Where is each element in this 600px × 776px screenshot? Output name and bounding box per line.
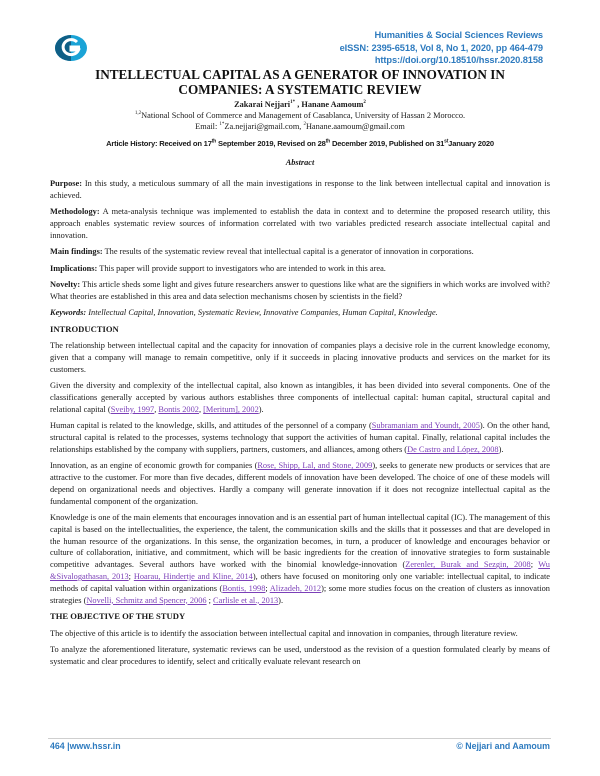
citation-link[interactable]: Bontis 2002 <box>158 404 199 414</box>
citation-link[interactable]: Sveiby, 1997 <box>110 404 155 414</box>
text: ). On the other hand, structural capital… <box>50 421 550 454</box>
journal-header: Humanities & Social Sciences Reviews eIS… <box>340 29 543 67</box>
history-revised: September 2019, Revised on 28 <box>216 139 326 148</box>
paper-body: Purpose: In this study, a meticulous sum… <box>50 178 550 672</box>
purpose-label: Purpose: <box>50 179 82 188</box>
citation-link[interactable]: Carlisle et al., 2013 <box>213 595 279 605</box>
citation-link[interactable]: Bontis, 1998 <box>222 583 266 593</box>
affiliation-block: 1,2National School of Commerce and Manag… <box>0 110 600 132</box>
footer-copyright: © Nejjari and Aamoum <box>456 741 550 751</box>
intro-paragraph-1: The relationship between intellectual ca… <box>50 341 550 374</box>
abstract-methodology: Methodology: A meta-analysis technique w… <box>50 206 550 241</box>
abstract-novelty: Novelty: This article sheds some light a… <box>50 279 550 303</box>
history-published-date: January 2020 <box>448 139 494 148</box>
objective-paragraph-2: To analyze the aforementioned literature… <box>50 645 550 667</box>
email-1-marker: 1* <box>219 122 225 128</box>
text: ; <box>265 583 270 593</box>
title-line-1: INTELLECTUAL CAPITAL AS A GENERATOR OF I… <box>95 67 505 82</box>
text: ; <box>530 560 539 570</box>
intro-paragraph-2: Given the diversity and complexity of th… <box>50 380 550 415</box>
text: Given the diversity and complexity of th… <box>50 381 550 414</box>
implications-text: This paper will provide support to inves… <box>97 263 386 273</box>
ordinal-suffix: th <box>325 138 331 145</box>
abstract-purpose: Purpose: In this study, a meticulous sum… <box>50 178 550 202</box>
objective-paragraph-1: The objective of this article is to iden… <box>50 628 518 638</box>
keywords-text: Intellectual Capital, Innovation, System… <box>86 308 438 318</box>
author-1-marker: 1* <box>290 100 296 106</box>
email-1-link[interactable]: Za.nejjari@gmail.com, <box>224 122 304 131</box>
history-published: December 2019, Published on 31 <box>330 139 445 148</box>
text: Knowledge is one of the main elements th… <box>50 513 550 570</box>
email-2-link[interactable]: Hanane.aamoum@gmail.com <box>305 122 405 131</box>
abstract-heading: Abstract <box>285 158 315 167</box>
journal-logo-icon <box>55 35 87 61</box>
journal-name: Humanities & Social Sciences Reviews <box>374 30 544 40</box>
footer-divider <box>48 738 551 739</box>
abstract-keywords: Keywords: Intellectual Capital, Innovati… <box>50 307 550 319</box>
paper-title: INTELLECTUAL CAPITAL AS A GENERATOR OF I… <box>0 67 600 97</box>
text: Innovation, as an engine of economic gro… <box>50 461 258 471</box>
author-2: Hanane Aamoum <box>301 100 364 109</box>
novelty-text: This article sheds some light and gives … <box>50 279 550 301</box>
intro-paragraph-3: Human capital is related to the knowledg… <box>50 420 550 455</box>
text: ), seeks to generate new products or ser… <box>50 461 550 506</box>
methodology-text: A meta-analysis technique was implemente… <box>50 207 550 240</box>
abstract-findings: Main findings: The results of the system… <box>50 246 550 258</box>
text: ). <box>498 444 504 454</box>
history-received: Article History: Received on 17 <box>106 139 212 148</box>
footer-page-site[interactable]: 464 |www.hssr.in <box>50 741 121 751</box>
findings-label: Main findings: <box>50 247 103 257</box>
novelty-label: Novelty: <box>50 279 81 289</box>
journal-issn: eISSN: 2395-6518, Vol 8, No 1, 2020, pp … <box>339 42 543 53</box>
text: ); some more studies focus on the creati… <box>50 583 550 605</box>
intro-paragraph-4: Innovation, as an engine of economic gro… <box>50 460 550 507</box>
author-1: Zakarai Nejjari <box>234 100 291 109</box>
author-2-marker: 2 <box>363 100 366 106</box>
author-list: Zakarai Nejjari1* , Hanane Aamoum2 <box>0 100 600 109</box>
keywords-label: Keywords: <box>50 308 87 318</box>
text: ). <box>278 595 284 605</box>
citation-link[interactable]: Rose, Shipp, Lal, and Stone, 2009 <box>257 461 373 471</box>
affiliation-marker: 1,2 <box>134 111 142 117</box>
citation-link[interactable]: Subramaniam and Youndt, 2005 <box>371 421 480 431</box>
email-2-marker: 2 <box>303 122 306 128</box>
citation-link[interactable]: Zerenler, Burak and Sezgin, 2008 <box>405 560 531 570</box>
findings-text: The results of the systematic review rev… <box>102 247 474 257</box>
email-label: Email: <box>195 122 220 131</box>
text: , <box>154 404 159 414</box>
ordinal-suffix: th <box>211 138 217 145</box>
objective-heading: THE OBJECTIVE OF THE STUDY <box>50 611 186 622</box>
methodology-label: Methodology: <box>50 207 100 217</box>
citation-link[interactable]: Alizadeh, 2012 <box>269 583 322 593</box>
citation-link[interactable]: Hoarau, Hindertje and Kline, 2014 <box>133 572 253 582</box>
text: ). <box>258 404 264 414</box>
citation-link[interactable]: Novelli, Schmitz and Spencer, 2006 <box>86 595 207 605</box>
text: ; <box>206 595 214 605</box>
intro-paragraph-5: Knowledge is one of the main elements th… <box>50 512 550 606</box>
affiliation: National School of Commerce and Manageme… <box>141 111 466 120</box>
text: ; <box>128 572 134 582</box>
citation-link[interactable]: De Castro and López, 2008 <box>407 444 499 454</box>
purpose-text: In this study, a meticulous summary of a… <box>50 179 550 200</box>
abstract-implications: Implications: This paper will provide su… <box>50 263 550 275</box>
journal-doi-link[interactable]: https://doi.org/10.18510/hssr.2020.8158 <box>374 55 543 65</box>
text: Human capital is related to the knowledg… <box>50 421 372 431</box>
author-separator: , <box>295 100 302 109</box>
citation-link[interactable]: Wu &Sivalogathasan, 2013 <box>50 560 550 582</box>
ordinal-suffix: st <box>444 138 449 145</box>
text: ), others have focused on monitoring onl… <box>50 572 550 593</box>
implications-label: Implications: <box>50 263 98 273</box>
introduction-heading: INTRODUCTION <box>50 323 119 334</box>
citation-link[interactable]: [Meritum], 2002 <box>203 404 259 414</box>
text: , <box>198 404 204 414</box>
title-line-2: COMPANIES: A SYSTEMATIC REVIEW <box>178 82 422 97</box>
article-history: Article History: Received on 17th Septem… <box>0 139 600 148</box>
